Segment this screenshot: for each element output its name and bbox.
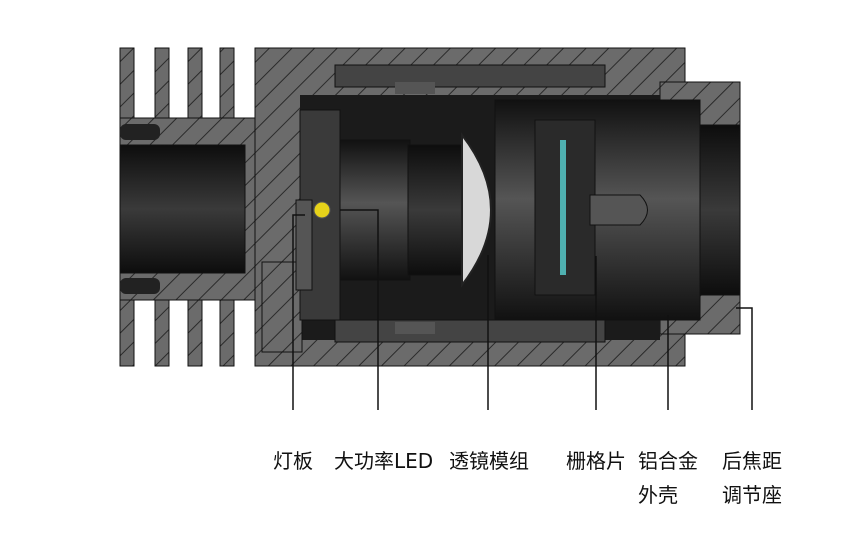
label-lamp-board: 灯板 (273, 449, 313, 473)
label-lens-module: 透镜模组 (449, 449, 529, 473)
leader-lines (292, 209, 753, 410)
label-housing-line2: 外壳 (638, 483, 678, 507)
heatsink (119, 47, 261, 367)
label-housing-line1: 铝合金 (638, 449, 698, 473)
led-chip (313, 201, 331, 219)
label-high-power-led: 大功率LED (334, 449, 434, 473)
label-focus-seat-line2: 调节座 (722, 483, 782, 507)
label-grating: 栅格片 (566, 449, 626, 473)
grating-holder (494, 99, 741, 321)
label-focus-seat-line1: 后焦距 (722, 449, 782, 473)
